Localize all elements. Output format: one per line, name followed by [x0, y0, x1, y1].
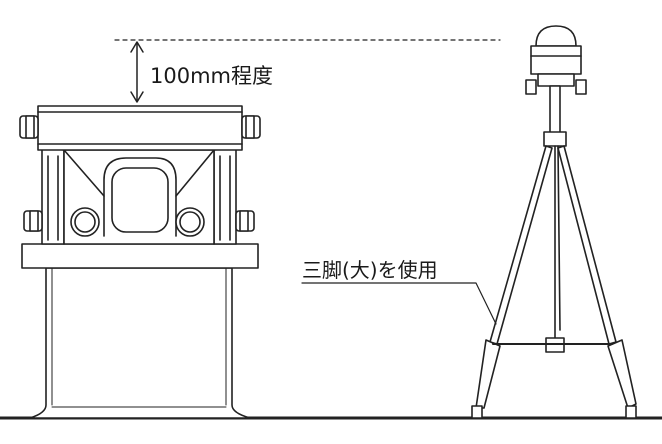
clearance-label: 100mm程度 [150, 64, 273, 88]
right-side-bracket [213, 147, 237, 245]
tripod-note-label: 三脚(大)を使用 [302, 258, 438, 282]
top-beam [37, 105, 243, 151]
pedestal-column [29, 267, 251, 419]
tripod-mast [549, 85, 561, 135]
tripod-assembly [471, 25, 637, 419]
beacon-light [535, 25, 577, 47]
tripod-leg-left [489, 145, 553, 345]
tripod-leader-line [301, 282, 497, 325]
bridge-bearing-assembly [19, 105, 261, 419]
left-side-bracket [41, 147, 65, 245]
tripod-leg-right [557, 145, 617, 345]
clearance-dimension-arrow [130, 41, 144, 103]
tripod-head [543, 131, 567, 147]
tripod-leg-rear [557, 145, 561, 331]
base-plate [21, 243, 259, 269]
